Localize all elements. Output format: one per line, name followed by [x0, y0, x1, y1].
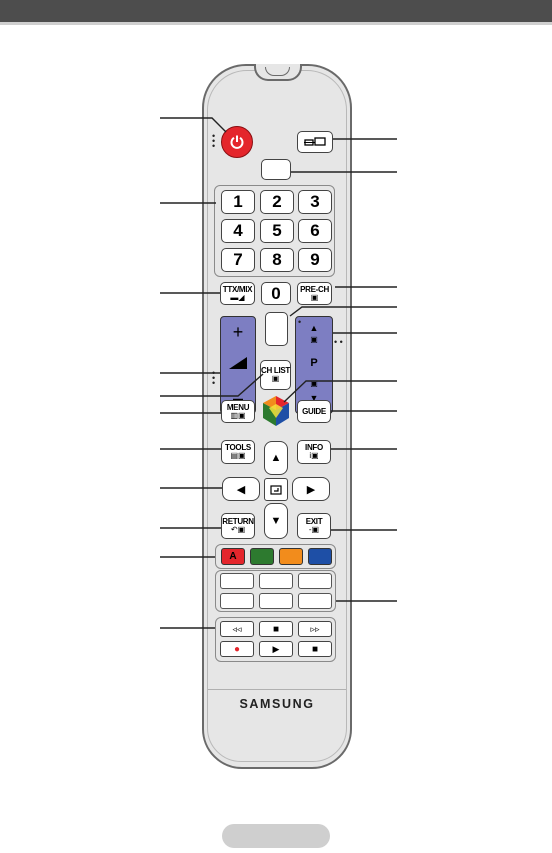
blank-top-button[interactable] — [261, 159, 291, 180]
number-key-6[interactable]: 6 — [298, 219, 332, 243]
function-key[interactable] — [298, 593, 332, 609]
exit-button[interactable]: EXIT -▣ — [297, 513, 331, 539]
volume-rocker[interactable]: + – — [220, 316, 256, 414]
return-button[interactable]: RETURN ↶▣ — [221, 513, 255, 539]
stop-icon: ■ — [311, 643, 319, 655]
ch-list-label: CH LIST — [261, 366, 291, 375]
info-label: INFO — [305, 443, 323, 452]
return-icon: ↶▣ — [230, 525, 246, 534]
number-key-9[interactable]: 9 — [298, 248, 332, 272]
header-bar — [0, 0, 552, 22]
tools-button[interactable]: TOOLS ▤▣ — [221, 440, 255, 464]
source-icon — [304, 137, 326, 146]
dpad-down-button[interactable]: ▼ — [264, 503, 288, 539]
header-rule — [0, 22, 552, 25]
menu-label: MENU — [226, 402, 250, 412]
exit-icon: -▣ — [308, 525, 320, 534]
number-key-4[interactable]: 4 — [221, 219, 255, 243]
number-key-7[interactable]: 7 — [221, 248, 255, 272]
record-button[interactable]: ● — [220, 641, 254, 657]
number-key-0[interactable]: 0 — [261, 282, 291, 305]
number-key-8[interactable]: 8 — [260, 248, 294, 272]
channel-icon-bottom: ▣ — [310, 379, 318, 388]
fast-forward-button[interactable]: ▹▹ — [298, 621, 332, 637]
arrow-left-icon: ◀ — [236, 483, 246, 496]
enter-icon — [270, 484, 282, 495]
function-key[interactable] — [259, 593, 293, 609]
ch-list-icon: ▣ — [271, 374, 280, 383]
dot-marker: ••• — [212, 131, 216, 151]
tools-label: TOOLS — [225, 443, 251, 452]
function-key[interactable] — [220, 573, 254, 589]
dot-marker: • — [298, 317, 302, 327]
volume-up-label: + — [232, 322, 244, 342]
dpad-left-button[interactable]: ◀ — [222, 477, 260, 501]
source-button[interactable] — [297, 131, 333, 153]
number-key-2[interactable]: 2 — [260, 190, 294, 214]
power-button[interactable] — [221, 126, 253, 158]
channel-up-icon: ▲ — [309, 323, 319, 333]
ttx-mix-label: TTX/MIX — [222, 284, 253, 294]
arrow-up-icon: ▲ — [270, 452, 282, 464]
rewind-icon: ◃◃ — [232, 623, 242, 634]
yellow-c-button[interactable] — [279, 548, 303, 565]
number-key-3[interactable]: 3 — [298, 190, 332, 214]
channel-rocker[interactable]: ▲ ▣ P ▣ ▼ — [295, 316, 333, 414]
guide-label: GUIDE — [302, 406, 326, 416]
arrow-down-icon: ▼ — [270, 515, 282, 527]
dot-marker: • • — [334, 337, 343, 347]
number-key-5[interactable]: 5 — [260, 219, 294, 243]
ttx-icon: ▬◢ — [230, 292, 245, 302]
volume-down-label: – — [232, 388, 243, 408]
exit-label: EXIT — [305, 517, 323, 526]
brand-divider — [208, 689, 346, 690]
stop-button[interactable]: ■ — [298, 641, 332, 657]
rewind-button[interactable]: ◃◃ — [220, 621, 254, 637]
channel-down-icon: ▼ — [309, 393, 319, 403]
page-number-pill — [222, 824, 330, 848]
pause-button[interactable]: ■ — [259, 621, 293, 637]
ch-list-button[interactable]: CH LIST ▣ — [260, 360, 291, 390]
red-a-label: A — [229, 551, 237, 562]
ttx-mix-button[interactable]: TTX/MIX ▬◢ — [220, 282, 255, 305]
number-key-1[interactable]: 1 — [221, 190, 255, 214]
guide-button[interactable]: GUIDE — [297, 400, 331, 423]
pre-ch-icon: ▣ — [310, 292, 319, 302]
pre-ch-button[interactable]: PRE-CH ▣ — [297, 282, 332, 305]
volume-wedge-icon — [229, 357, 247, 369]
p-label: P — [310, 357, 318, 369]
dpad-up-button[interactable]: ▲ — [264, 441, 288, 475]
green-b-button[interactable] — [250, 548, 274, 565]
info-icon: i▣ — [309, 451, 319, 460]
function-key[interactable] — [220, 593, 254, 609]
info-button[interactable]: INFO i▣ — [297, 440, 331, 464]
pause-icon: ■ — [272, 623, 280, 635]
brand-logo: SAMSUNG — [239, 697, 315, 711]
fast-forward-icon: ▹▹ — [310, 623, 320, 634]
mute-button[interactable] — [265, 312, 288, 346]
record-icon: ● — [233, 643, 241, 655]
pre-ch-label: PRE-CH — [300, 284, 329, 294]
dpad-enter-button[interactable] — [264, 478, 288, 501]
tools-icon: ▤▣ — [230, 451, 246, 460]
arrow-right-icon: ▶ — [306, 483, 316, 496]
play-icon: ▶ — [272, 643, 280, 654]
channel-icon-top: ▣ — [310, 335, 318, 344]
menu-icon: ▥▣ — [230, 410, 246, 420]
red-a-button[interactable]: A — [221, 548, 245, 565]
blue-d-button[interactable] — [308, 548, 332, 565]
play-button[interactable]: ▶ — [259, 641, 293, 657]
return-label: RETURN — [222, 517, 254, 526]
power-icon — [230, 135, 244, 149]
dpad-right-button[interactable]: ▶ — [292, 477, 330, 501]
menu-button[interactable]: MENU ▥▣ — [221, 400, 255, 423]
function-key[interactable] — [259, 573, 293, 589]
smart-hub-icon[interactable] — [263, 396, 289, 426]
function-key[interactable] — [298, 573, 332, 589]
